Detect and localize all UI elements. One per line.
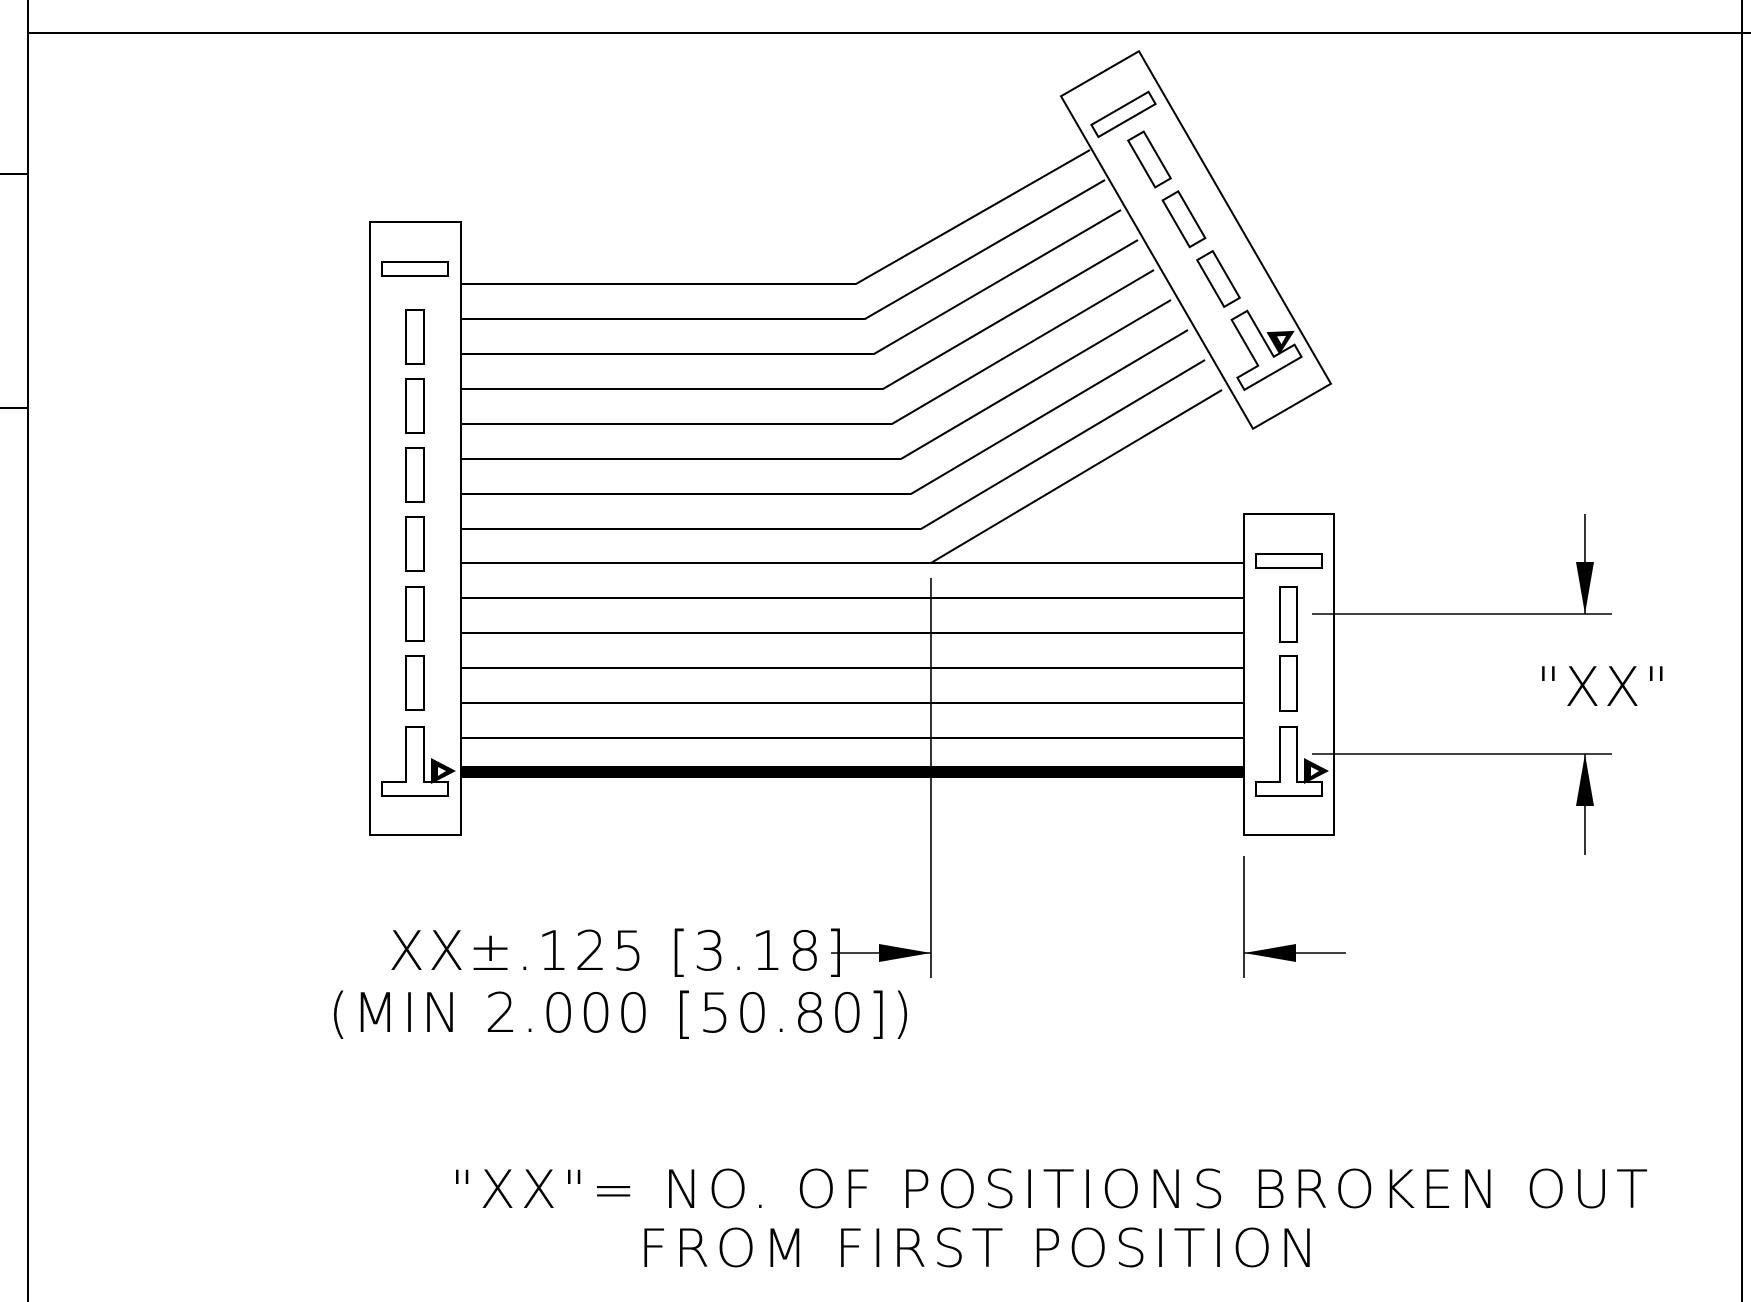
dimension-arrow-icon <box>879 944 931 962</box>
dimension-arrow-icon <box>1576 562 1594 614</box>
note-line-2: FROM FIRST POSITION <box>638 1219 1323 1280</box>
dimension-arrow-icon <box>1576 754 1594 806</box>
breakout-dimension: "XX" <box>1312 514 1672 855</box>
ribbon-cable <box>461 149 1244 778</box>
note-line-1: "XX"= NO. OF POSITIONS BROKEN OUT <box>450 1160 1653 1221</box>
breakout-conductors <box>461 149 1223 564</box>
pin-one-triangle-icon <box>1266 330 1295 355</box>
length-dimension-text: XX±.125 [3.18] <box>388 920 849 983</box>
right-connector <box>1243 513 1335 836</box>
left-connector-contacts <box>405 309 425 711</box>
drawing-note: "XX"= NO. OF POSITIONS BROKEN OUT FROM F… <box>450 1160 1653 1280</box>
continuing-conductors <box>461 562 1244 778</box>
first-position-conductor <box>461 766 1244 778</box>
right-connector-keying-contact <box>1255 726 1323 797</box>
breakout-dimension-label: "XX" <box>1536 656 1672 719</box>
length-dimension: XX±.125 [3.18] (MIN 2.000 [50.80]) <box>328 578 1346 1045</box>
minimum-length-text: (MIN 2.000 [50.80]) <box>328 982 916 1045</box>
left-connector <box>369 221 462 836</box>
dimension-arrow-icon <box>1244 944 1296 962</box>
breakout-connector <box>1059 49 1333 431</box>
left-connector-keying-contact <box>381 726 449 797</box>
